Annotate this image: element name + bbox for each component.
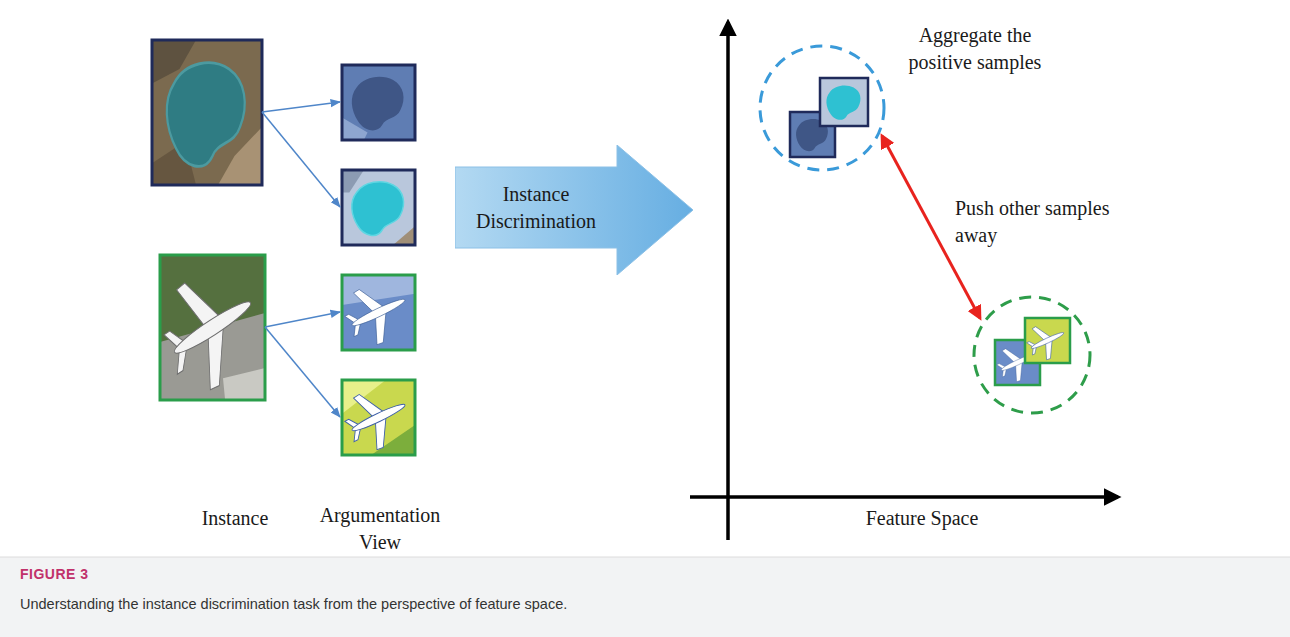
illustration-part [393, 226, 415, 245]
airplane-view [1022, 317, 1071, 365]
lake-view [342, 170, 415, 245]
airplane-image [153, 252, 268, 406]
image-frame [152, 40, 262, 185]
annotation-label: Feature Space [822, 505, 1022, 532]
lake-view [342, 65, 415, 140]
label-slot: FIGURE 3 [20, 566, 320, 582]
label-slot: Aggregate the positive samples [885, 22, 1065, 76]
augment-arrow [262, 112, 340, 207]
caption-slot: Understanding the instance discriminatio… [20, 594, 1270, 614]
block-arrow-outline [455, 145, 693, 275]
lake-image [152, 40, 262, 185]
annotation-label: Argumentation View [305, 502, 455, 556]
illustration-part [223, 368, 265, 400]
caption-rule [0, 557, 1290, 558]
airplane-view [337, 378, 417, 458]
figure-number: FIGURE 3 [20, 566, 320, 582]
illustration-part [1022, 317, 1071, 365]
airplane-view [337, 273, 417, 353]
label-slot: Argumentation View [305, 502, 455, 556]
arrow-body: Instance Discrimination [455, 167, 617, 248]
annotation-label: Aggregate the positive samples [885, 22, 1065, 76]
image-frame [342, 380, 415, 455]
cluster-circle [974, 297, 1090, 413]
illustration-part [337, 378, 417, 458]
image-frame [1025, 318, 1070, 363]
annotation-label: Push other samples away [955, 195, 1130, 249]
caption-band [0, 557, 1290, 637]
x-axis [690, 495, 1118, 499]
illustration-part [337, 273, 417, 353]
illustration-part [342, 65, 415, 140]
label-slot: Push other samples away [955, 195, 1130, 249]
image-frame [820, 78, 868, 126]
figure-caption: Understanding the instance discriminatio… [20, 594, 1270, 614]
image-frame [342, 170, 415, 245]
image-frame [160, 255, 265, 400]
illustration-part [167, 63, 245, 167]
illustration-part [342, 170, 415, 245]
cluster-circle [760, 46, 884, 170]
y-axis [726, 22, 730, 540]
augment-arrow [265, 327, 340, 417]
label-slot: Feature Space [822, 505, 1022, 532]
illustration-part [820, 78, 868, 126]
illustration-part [826, 86, 860, 120]
lake-view [820, 78, 868, 126]
augment-arrow [265, 312, 340, 327]
annotation-label: Instance [165, 505, 305, 532]
augment-arrow [262, 102, 340, 112]
illustration-part [152, 40, 262, 185]
image-frame [342, 65, 415, 140]
image-frame [342, 275, 415, 350]
arrow-label: Instance Discrimination [455, 181, 617, 235]
illustration-part [352, 182, 404, 236]
illustration-part [352, 77, 404, 131]
block-arrow: Instance Discrimination [455, 145, 695, 275]
illustration-part [153, 252, 268, 406]
label-slot: Instance [165, 505, 305, 532]
